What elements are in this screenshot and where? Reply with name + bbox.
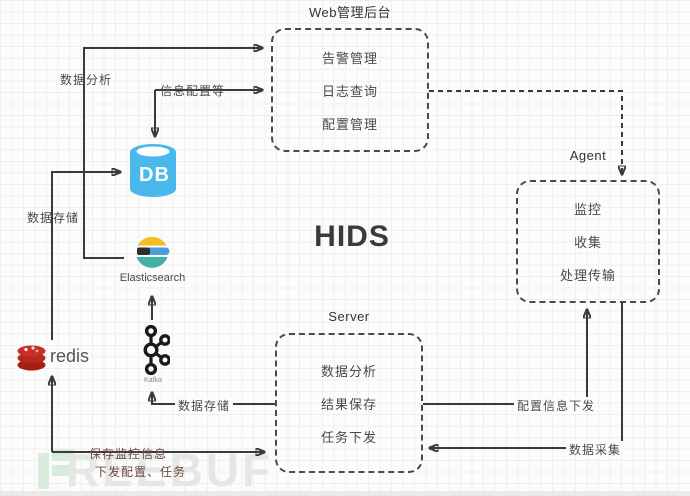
db-node: DB	[127, 142, 179, 205]
web-item-log-query: 日志查询	[321, 83, 378, 99]
elasticsearch-icon	[136, 236, 170, 268]
server-item-data-analysis: 数据分析	[320, 363, 377, 379]
redis-node	[16, 343, 47, 377]
elasticsearch-label: Elasticsearch	[119, 272, 186, 284]
agent-box: 监控 收集 处理传输	[516, 180, 660, 303]
label-data-analysis-edge: 数据分析	[60, 73, 113, 87]
label-dispatch-config-tasks: 下发配置、任务	[95, 465, 187, 479]
server-item-result-save: 结果保存	[320, 396, 377, 412]
server-box-title: Server	[328, 309, 370, 324]
edge-server-to-agent	[423, 310, 587, 405]
label-save-monitor-info: 保存监控信息	[89, 447, 168, 461]
agent-item-monitor: 监控	[573, 202, 602, 217]
redis-label: redis	[50, 346, 90, 366]
web-item-alert-management: 告警管理	[321, 50, 378, 66]
kafka-icon	[143, 324, 171, 376]
bottom-edge-strip	[0, 491, 690, 496]
db-label: DB	[139, 164, 170, 186]
elasticsearch-node	[134, 233, 170, 274]
web-box-title: Web管理后台	[309, 5, 391, 20]
page-title: HIDS	[314, 220, 390, 253]
edge-agent-to-server	[430, 303, 623, 448]
label-data-store-redis-db: 数据存储	[27, 211, 80, 225]
server-item-task-dispatch: 任务下发	[320, 429, 377, 445]
web-item-config-management: 配置管理	[321, 116, 378, 132]
agent-item-process-transfer: 处理传输	[559, 268, 616, 283]
label-data-collection: 数据采集	[566, 441, 625, 458]
kafka-label: Kafka	[144, 377, 162, 384]
web-box: 告警管理 日志查询 配置管理	[271, 28, 429, 152]
edge-redis-to-db	[51, 172, 120, 340]
label-info-config-edge: 信息配置等	[160, 84, 226, 98]
label-config-info-dispatch: 配置信息下发	[514, 397, 599, 414]
label-data-store-server-kafka: 数据存储	[175, 397, 234, 414]
server-box: 数据分析 结果保存 任务下发	[275, 333, 423, 473]
agent-item-collect: 收集	[573, 235, 602, 250]
agent-box-title: Agent	[569, 148, 607, 163]
kafka-node	[136, 322, 171, 381]
redis-icon	[17, 345, 46, 371]
